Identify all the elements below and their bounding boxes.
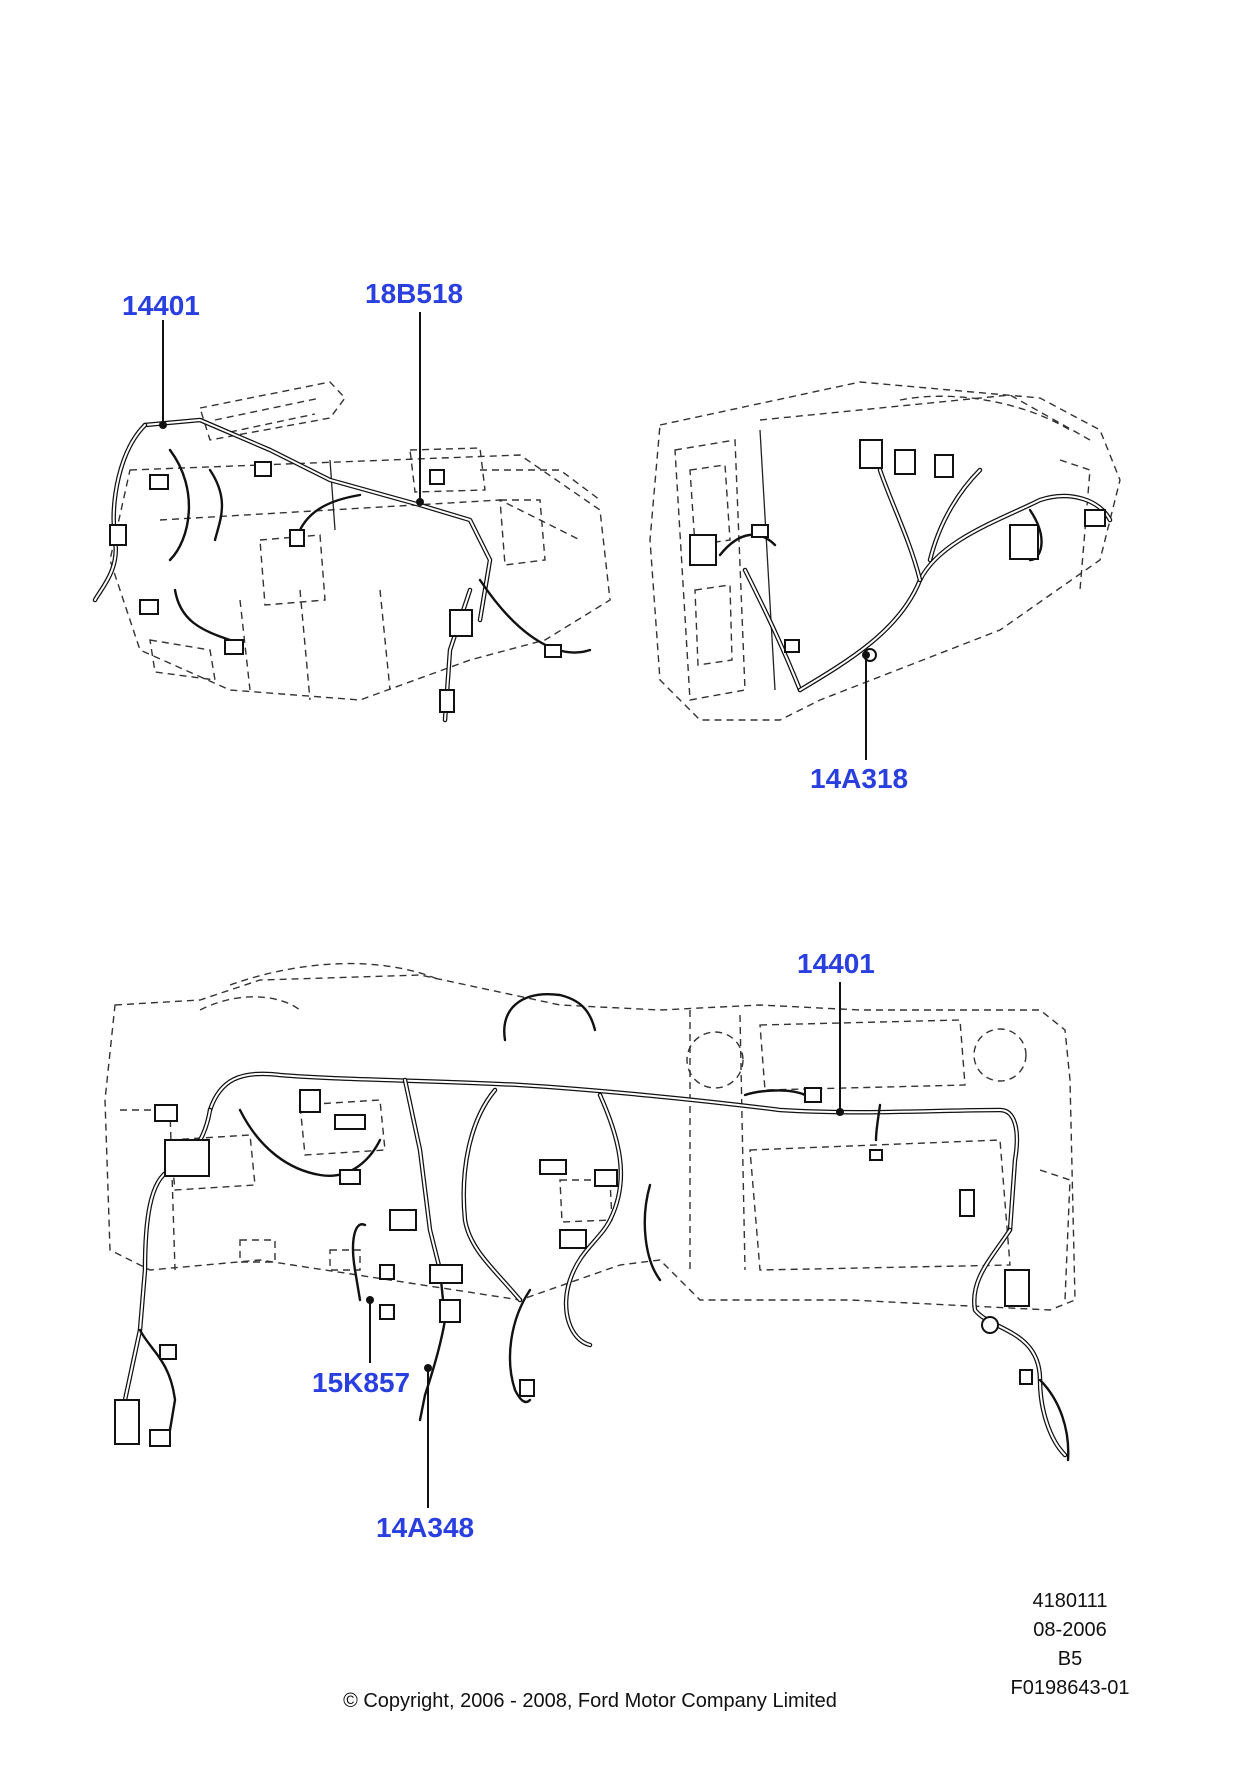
callout-14a348: 14A348 xyxy=(376,1512,475,1543)
callout-14401-top: 14401 xyxy=(122,290,200,321)
hvac-assembly-drawing xyxy=(109,381,611,701)
drawing-number: 4180111 xyxy=(1032,1590,1108,1612)
console-harness-wires xyxy=(689,439,1113,693)
callout-leaders xyxy=(159,312,870,1508)
hvac-harness-wires xyxy=(92,417,592,723)
copyright-notice: © Copyright, 2006 - 2008, Ford Motor Com… xyxy=(343,1690,837,1712)
callout-14401-bottom: 14401 xyxy=(797,948,875,979)
instrument-panel-harness-wires xyxy=(114,993,1070,1462)
console-drawing xyxy=(649,381,1121,721)
drawing-reference: F0198643-01 xyxy=(1010,1677,1130,1699)
callout-18b518: 18B518 xyxy=(365,278,464,309)
callout-14a318: 14A318 xyxy=(810,763,909,794)
drawing-revision: B5 xyxy=(1057,1648,1083,1670)
drawing-date: 08-2006 xyxy=(1033,1619,1107,1641)
callout-15k857: 15K857 xyxy=(312,1367,411,1398)
instrument-panel-drawing xyxy=(104,962,1076,1311)
